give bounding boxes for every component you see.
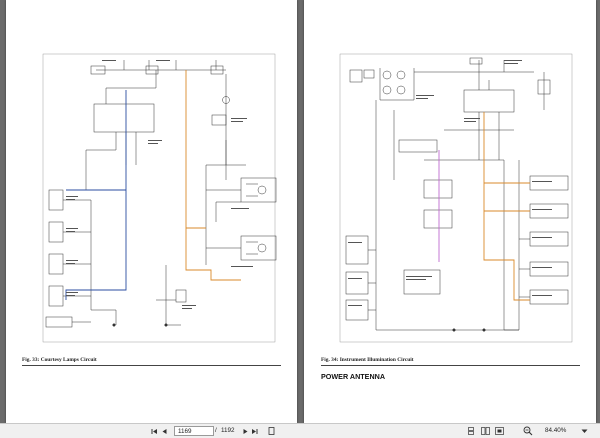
- caption-rule: [321, 365, 580, 366]
- next-page-icon[interactable]: [241, 424, 250, 438]
- navigation-toolbar: 1169 / 1192 84.40%: [0, 423, 600, 438]
- zoom-dropdown-icon[interactable]: [579, 424, 589, 438]
- section-title: POWER ANTENNA: [321, 372, 386, 381]
- zoom-level: 84.40%: [545, 427, 567, 434]
- document-page-right: Fig. 34: Instrument Illumination Circuit…: [304, 0, 596, 423]
- two-page-view-icon[interactable]: [480, 424, 490, 438]
- single-page-view-icon[interactable]: [266, 424, 276, 438]
- zoom-out-icon[interactable]: [522, 424, 534, 438]
- continuous-view-icon[interactable]: [466, 424, 476, 438]
- page-separator: /: [215, 427, 217, 434]
- first-page-icon[interactable]: [150, 424, 159, 438]
- caption-rule: [22, 365, 281, 366]
- courtesy-lamps-circuit-diagram: [42, 53, 277, 343]
- total-pages: 1192: [221, 427, 235, 434]
- figure-caption: Fig. 33: Courtesy Lamps Circuit: [22, 357, 97, 363]
- document-page-left: Fig. 33: Courtesy Lamps Circuit: [6, 0, 297, 423]
- page-number-input[interactable]: 1169: [174, 426, 214, 436]
- figure-caption: Fig. 34: Instrument Illumination Circuit: [321, 357, 414, 363]
- last-page-icon[interactable]: [250, 424, 259, 438]
- instrument-illumination-circuit-diagram: [339, 53, 573, 343]
- previous-page-icon[interactable]: [160, 424, 169, 438]
- fit-page-icon[interactable]: [494, 424, 504, 438]
